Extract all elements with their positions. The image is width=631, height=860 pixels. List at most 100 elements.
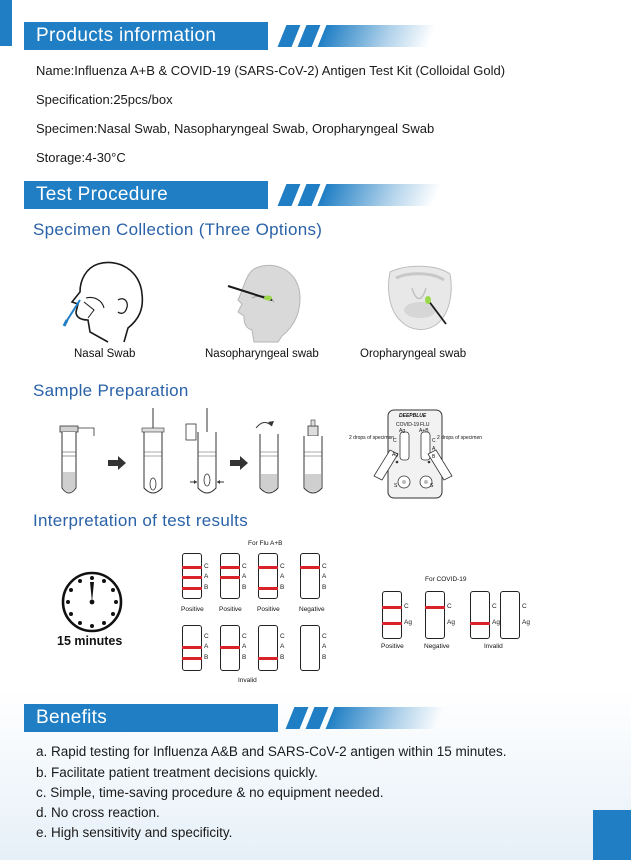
- flu-result-label: Positive: [257, 606, 280, 613]
- line-label: B: [242, 584, 247, 591]
- result-line: [300, 566, 320, 569]
- procedure-title: Test Procedure: [24, 181, 268, 209]
- result-line: [220, 566, 240, 569]
- corner-accent-top: [0, 0, 12, 46]
- benefit-item: d. No cross reaction.: [36, 805, 160, 820]
- result-line: [220, 646, 240, 649]
- line-label: B: [204, 654, 209, 661]
- benefit-item: e. High sensitivity and specificity.: [36, 825, 233, 840]
- line-label: B: [280, 654, 285, 661]
- line-label: C: [492, 603, 497, 610]
- line-label: Ag: [492, 619, 500, 626]
- line-label: A: [204, 643, 209, 650]
- device-mark-c: C: [393, 438, 397, 444]
- line-label: C: [242, 633, 247, 640]
- result-strip: C Ag: [382, 591, 412, 639]
- line-label: A: [322, 643, 327, 650]
- result-strip: C Ag: [470, 591, 500, 639]
- result-line: [182, 566, 202, 569]
- line-label: Ag: [522, 619, 530, 626]
- covid-heading: For COVID-19: [425, 576, 467, 583]
- droppers: [373, 449, 453, 481]
- flu-heading: For Flu A+B: [248, 540, 283, 547]
- banner-stripe: [277, 25, 301, 47]
- device-flu-sub: A+B: [419, 428, 429, 434]
- banner-fade: [317, 25, 437, 47]
- line-label: A: [322, 573, 327, 580]
- swab-caption-oropharyngeal: Oropharyngeal swab: [360, 348, 467, 360]
- device-mark-s2: S: [430, 483, 434, 489]
- benefits-title: Benefits: [24, 704, 278, 732]
- benefit-item: a. Rapid testing for Influenza A&B and S…: [36, 744, 507, 759]
- result-line: [182, 587, 202, 590]
- drops-left-label: 2 drops of specimen: [349, 435, 395, 441]
- line-label: B: [322, 584, 327, 591]
- product-specimen: Specimen:Nasal Swab, Nasopharyngeal Swab…: [36, 121, 435, 136]
- device-mark-ag: Ag: [392, 452, 399, 458]
- test-cassette: [387, 409, 443, 499]
- covid-result-label: Invalid: [484, 643, 503, 650]
- covid-result-label: Positive: [381, 643, 404, 650]
- sample-preparation-steps: [59, 408, 323, 494]
- corner-accent-bottom: [593, 810, 631, 860]
- products-title: Products information: [24, 22, 268, 50]
- flu-result-label: Negative: [299, 606, 325, 613]
- banner-stripe: [297, 184, 321, 206]
- product-specification: Specification:25pcs/box: [36, 92, 173, 107]
- swab-caption-nasopharyngeal: Nasopharyngeal swab: [205, 348, 319, 360]
- result-strip: C Ag: [425, 591, 455, 639]
- banner-stripe: [297, 25, 321, 47]
- line-label: C: [522, 603, 527, 610]
- device-mark-b: B: [432, 454, 436, 460]
- line-label: A: [280, 573, 285, 580]
- line-label: C: [322, 563, 327, 570]
- product-storage: Storage:4-30°C: [36, 150, 126, 165]
- result-line: [470, 622, 490, 625]
- nasal-swab-illustration: [62, 261, 144, 343]
- result-line: [425, 606, 445, 609]
- line-label: C: [322, 633, 327, 640]
- device-flu-label: FLU: [420, 422, 430, 428]
- result-line: [258, 657, 278, 660]
- result-line: [258, 587, 278, 590]
- flu-result-label: Positive: [181, 606, 204, 613]
- flu-invalid-label: Invalid: [238, 677, 257, 684]
- result-line: [182, 576, 202, 579]
- result-line: [182, 646, 202, 649]
- line-label: C: [204, 633, 209, 640]
- device-covid-sub: Ag: [399, 428, 406, 434]
- line-label: C: [447, 603, 452, 610]
- line-label: Ag: [404, 619, 412, 626]
- product-name: Name:Influenza A+B & COVID-19 (SARS-CoV-…: [36, 63, 506, 78]
- line-label: A: [242, 573, 247, 580]
- result-line: [220, 576, 240, 579]
- device-mark-a: A: [432, 446, 436, 452]
- line-label: Ag: [447, 619, 455, 626]
- line-label: B: [204, 584, 209, 591]
- line-label: C: [280, 633, 285, 640]
- collection-title: Specimen Collection (Three Options): [33, 220, 323, 239]
- line-label: A: [242, 643, 247, 650]
- nasopharyngeal-swab-illustration: [227, 264, 301, 343]
- benefit-item: b. Facilitate patient treatment decision…: [36, 765, 318, 780]
- banner-fade: [325, 707, 445, 729]
- result-line: [258, 566, 278, 569]
- line-label: C: [204, 563, 209, 570]
- covid-result-label: Negative: [424, 643, 450, 650]
- line-label: C: [242, 563, 247, 570]
- benefit-item: c. Simple, time-saving procedure & no eq…: [36, 785, 384, 800]
- line-label: C: [404, 603, 409, 610]
- line-label: B: [242, 654, 247, 661]
- preparation-title: Sample Preparation: [33, 381, 189, 400]
- timer-icon: [61, 571, 123, 633]
- result-line: [382, 606, 402, 609]
- line-label: A: [280, 643, 285, 650]
- device-covid-label: COVID-19: [396, 422, 420, 428]
